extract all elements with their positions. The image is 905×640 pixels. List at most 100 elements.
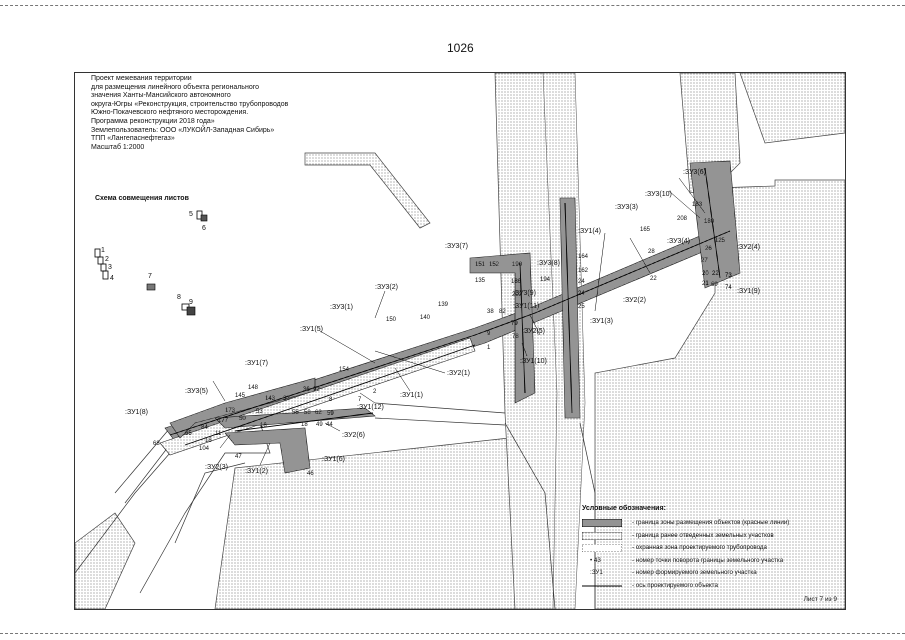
point-number: 26: [705, 246, 712, 252]
point-number: 84: [201, 425, 208, 431]
title-line: Программа реконструкции 2018 года»: [91, 117, 215, 125]
point-number: 21: [702, 281, 709, 287]
point-number: 139: [438, 302, 449, 308]
point-number: 104: [199, 446, 210, 452]
parcel-label: :ЗУ1(7): [245, 360, 268, 367]
point-number: 49: [316, 422, 323, 428]
parcel-label: :ЗУ3(9): [513, 290, 536, 297]
legend-text: - номер формируемого земельного участка: [632, 569, 757, 577]
legend-text: - ось проектируемого объекта: [632, 581, 718, 589]
point-number: 25: [578, 304, 585, 310]
parcel-label: :ЗУ1(6): [322, 456, 345, 463]
point-number: 55: [292, 410, 299, 416]
point-number: 9: [487, 331, 491, 337]
point-number: 27: [701, 258, 708, 264]
point-number: 50: [239, 416, 246, 422]
point-number: 8: [329, 397, 333, 403]
legend-text: - граница зоны размещения объектов (крас…: [632, 519, 790, 526]
point-number: 125: [715, 238, 726, 244]
point-number: 68: [153, 441, 160, 447]
point-number: 79: [511, 321, 518, 327]
pipeline-axes: [169, 167, 731, 446]
point-number: 74: [725, 285, 732, 291]
point-number: 208: [677, 216, 688, 222]
point-number: 154: [339, 367, 350, 373]
point-number: 65: [185, 431, 192, 437]
point-number: 173: [225, 408, 236, 414]
parcel-label: :ЗУ2(1): [447, 370, 470, 377]
point-number: 135: [475, 278, 486, 284]
title-line: для размещения линейного объекта региона…: [91, 83, 259, 91]
bottom-border-dash: [0, 633, 905, 634]
point-number: 203: [512, 292, 523, 298]
point-number: 7: [358, 397, 362, 403]
sheet-index-number: 7: [148, 273, 152, 280]
leader-lines: [212, 177, 706, 466]
point-number: 186: [511, 279, 522, 285]
sheet-index-number: 2: [105, 256, 109, 263]
page-number: 1026: [447, 41, 474, 55]
point-number: 22: [650, 276, 657, 282]
point-number: 20: [702, 271, 709, 277]
sheet-index-inset: [94, 210, 208, 316]
legend-protection-zone-swatch: [582, 544, 622, 553]
parcel-label: :ЗУ2(3): [205, 464, 228, 471]
point-number: 143: [265, 396, 276, 402]
point-number: 78: [512, 334, 519, 340]
point-number: 151: [475, 262, 486, 268]
legend-item: :ЗУ1 - номер формируемого земельного уча…: [578, 568, 840, 581]
parcel-label: :ЗУ3(2): [375, 284, 398, 291]
parcel-label: :ЗУ2(5): [522, 328, 545, 335]
parcel-labels: :ЗУ3(6) :ЗУ3(10) :ЗУ3(3) :ЗУ3(4) :ЗУ2(4)…: [125, 169, 760, 475]
parcel-label: :ЗУ2(4): [737, 244, 760, 251]
point-number: 164: [578, 254, 589, 260]
point-number: 36: [303, 387, 310, 393]
map-title-block: Проект межевания территории для размещен…: [91, 75, 288, 152]
parcel-label: :ЗУ1(10): [520, 358, 547, 365]
point-number: 165: [640, 227, 651, 233]
point-number: 194: [540, 277, 551, 283]
parcel-label: :ЗУ1(3): [590, 318, 613, 325]
sheet-number: Лист 7 из 9: [803, 596, 837, 603]
point-number: 53: [256, 409, 263, 415]
point-number: 180: [704, 219, 715, 225]
parcel-label: :ЗУ3(4): [667, 238, 690, 245]
point-number: 28: [648, 249, 655, 255]
legend-axis-swatch: [582, 585, 622, 587]
parcel-label: :ЗУ2(2): [623, 297, 646, 304]
corridors: [159, 160, 741, 474]
point-number: 58: [304, 410, 311, 416]
parcel-label: :ЗУ1(9): [737, 288, 760, 295]
point-number: 152: [489, 262, 500, 268]
legend-text: - охранная зона проектируемого трубопров…: [632, 544, 767, 552]
title-line: Проект межевания территории: [91, 75, 192, 82]
title-line: округа-Югры «Реконструкция, строительств…: [91, 100, 289, 108]
parcel-label: :ЗУ2(6): [342, 432, 365, 439]
sheet-index-number: 8: [177, 294, 181, 301]
title-line: ТПП «Лангепаснефтегаз»: [91, 135, 175, 143]
point-number: 150: [386, 317, 397, 323]
sheet-index-number: 6: [202, 225, 206, 232]
parcel-label: :ЗУ1(12): [357, 404, 384, 411]
point-number: 145: [235, 393, 246, 399]
map-drawing: :ЗУ3(6) :ЗУ3(10) :ЗУ3(3) :ЗУ3(4) :ЗУ2(4)…: [75, 73, 845, 609]
legend-item: - граница зоны размещения объектов (крас…: [578, 518, 840, 531]
point-number: 148: [248, 385, 259, 391]
parcel-label: :ЗУ1(2): [245, 468, 268, 475]
point-number: 59: [327, 411, 334, 417]
parcel-label: :ЗУ1(1): [400, 392, 423, 399]
sheet-index-number: 1: [101, 247, 105, 254]
title-line: Землепользователь: ООО «ЛУКОЙЛ-Западная …: [91, 126, 275, 134]
cadastral-map: :ЗУ3(6) :ЗУ3(10) :ЗУ3(3) :ЗУ3(4) :ЗУ2(4)…: [74, 72, 846, 610]
legend-item: - граница ранее отведенных земельных уча…: [578, 531, 840, 544]
point-number: 69: [711, 282, 718, 288]
title-line: значения Ханты-Мансийского автономного: [91, 92, 231, 100]
legend-text: - номер точки поворота границы земельног…: [632, 556, 784, 564]
point-number: 92: [313, 387, 320, 393]
top-border-dash: [0, 5, 905, 6]
point-number: 24: [578, 291, 585, 297]
point-number: 18: [301, 422, 308, 428]
parcel-label: :ЗУ1(5): [300, 326, 323, 333]
point-number: 38: [487, 309, 494, 315]
point-number: 47: [235, 454, 242, 460]
